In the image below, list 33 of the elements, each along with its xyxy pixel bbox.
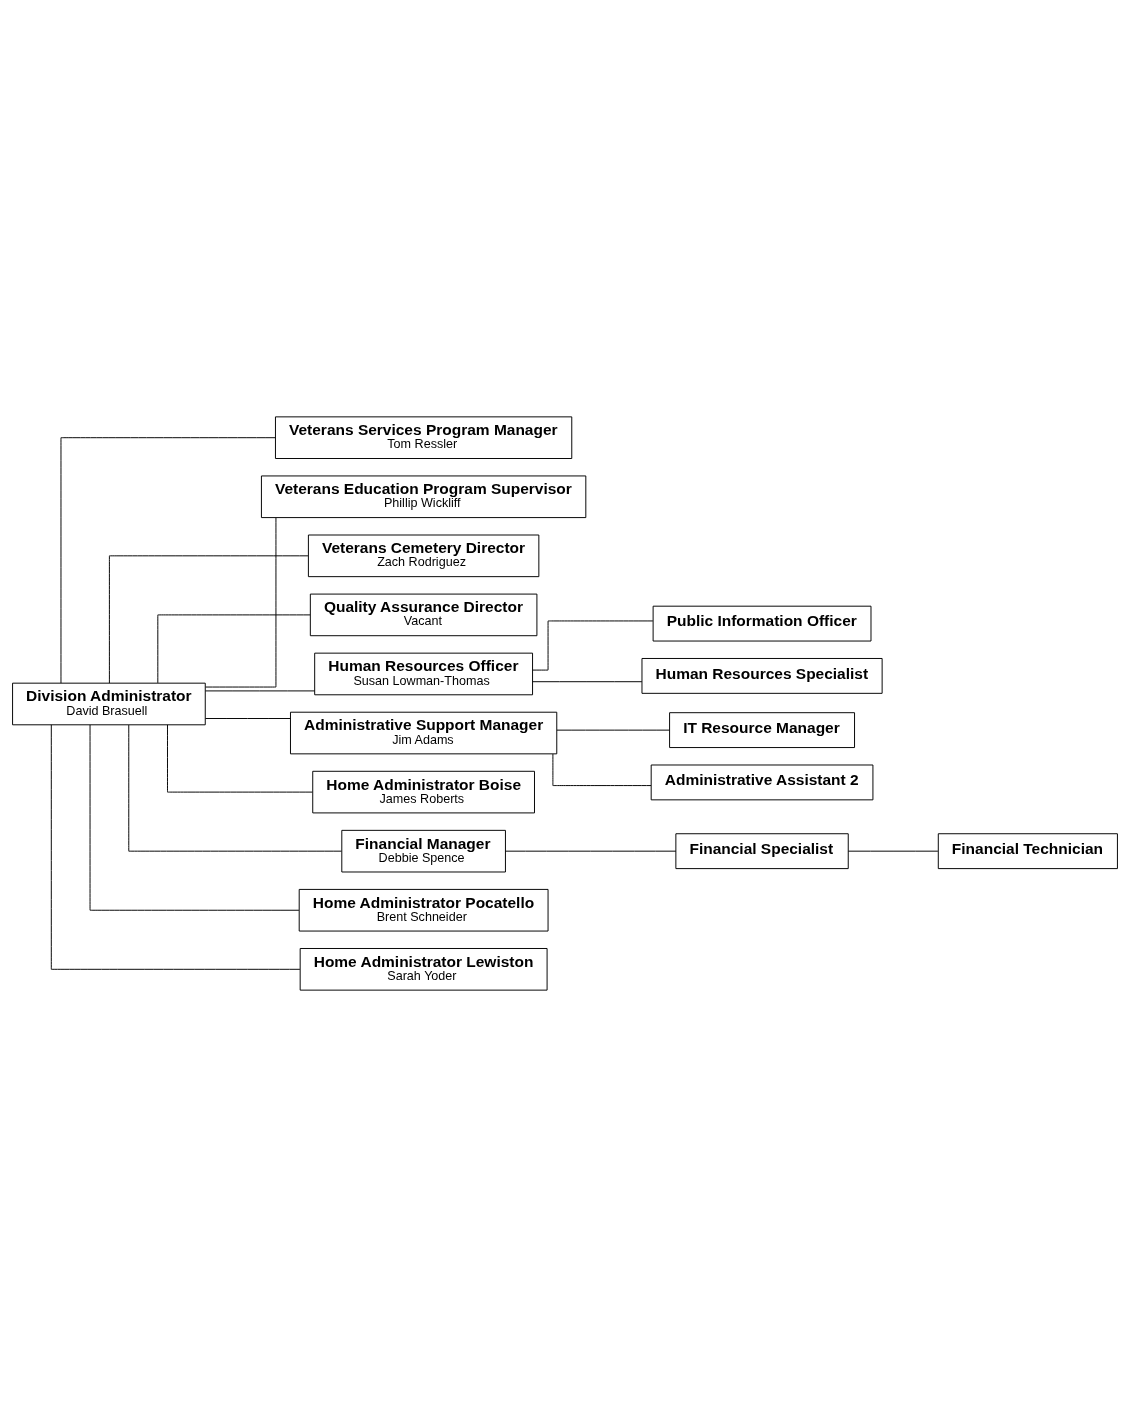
connector <box>532 619 654 671</box>
node-box: Quality Assurance Director Vacant <box>309 593 538 636</box>
node-box: Human Resources Officer Susan Lowman-Thomas <box>314 652 534 695</box>
connector <box>50 723 301 970</box>
node-box: Administrative Support Manager Jim Adams <box>290 711 558 754</box>
node-box: Division Administrator David Brasuell <box>12 682 206 725</box>
connector <box>205 689 316 691</box>
connector <box>205 717 291 719</box>
connector <box>108 554 309 684</box>
connector <box>532 680 643 682</box>
node-box: Home Administrator Lewiston Sarah Yoder <box>299 947 548 991</box>
node-box: Veterans Education Program Supervisor Phillip Wickliff <box>260 474 587 518</box>
connector <box>157 613 311 683</box>
connector <box>89 723 300 911</box>
connector <box>556 729 670 731</box>
node-box: Human Resources Specialist <box>641 657 883 694</box>
connector <box>167 723 313 793</box>
connector <box>60 436 276 684</box>
node-box: Financial Technician <box>937 832 1118 869</box>
node-box: Veterans Services Program Manager Tom Ressler <box>275 415 573 459</box>
node-box: Home Administrator Pocatello Brent Schneider <box>298 888 549 932</box>
connector <box>847 850 939 852</box>
node-box: Financial Specialist <box>675 832 849 869</box>
node-box: Financial Manager Debbie Spence <box>341 829 506 872</box>
node-box: Home Administrator Boise James Roberts <box>312 770 535 813</box>
node-box: Public Information Officer <box>652 605 872 642</box>
connector <box>505 850 677 852</box>
connector <box>552 753 652 786</box>
node-box: IT Resource Manager <box>669 711 855 748</box>
node-box: Veterans Cemetery Director Zach Rodriguez <box>307 534 540 577</box>
connector <box>205 516 277 688</box>
connector <box>128 724 342 852</box>
node-box: Administrative Assistant 2 <box>650 764 874 800</box>
